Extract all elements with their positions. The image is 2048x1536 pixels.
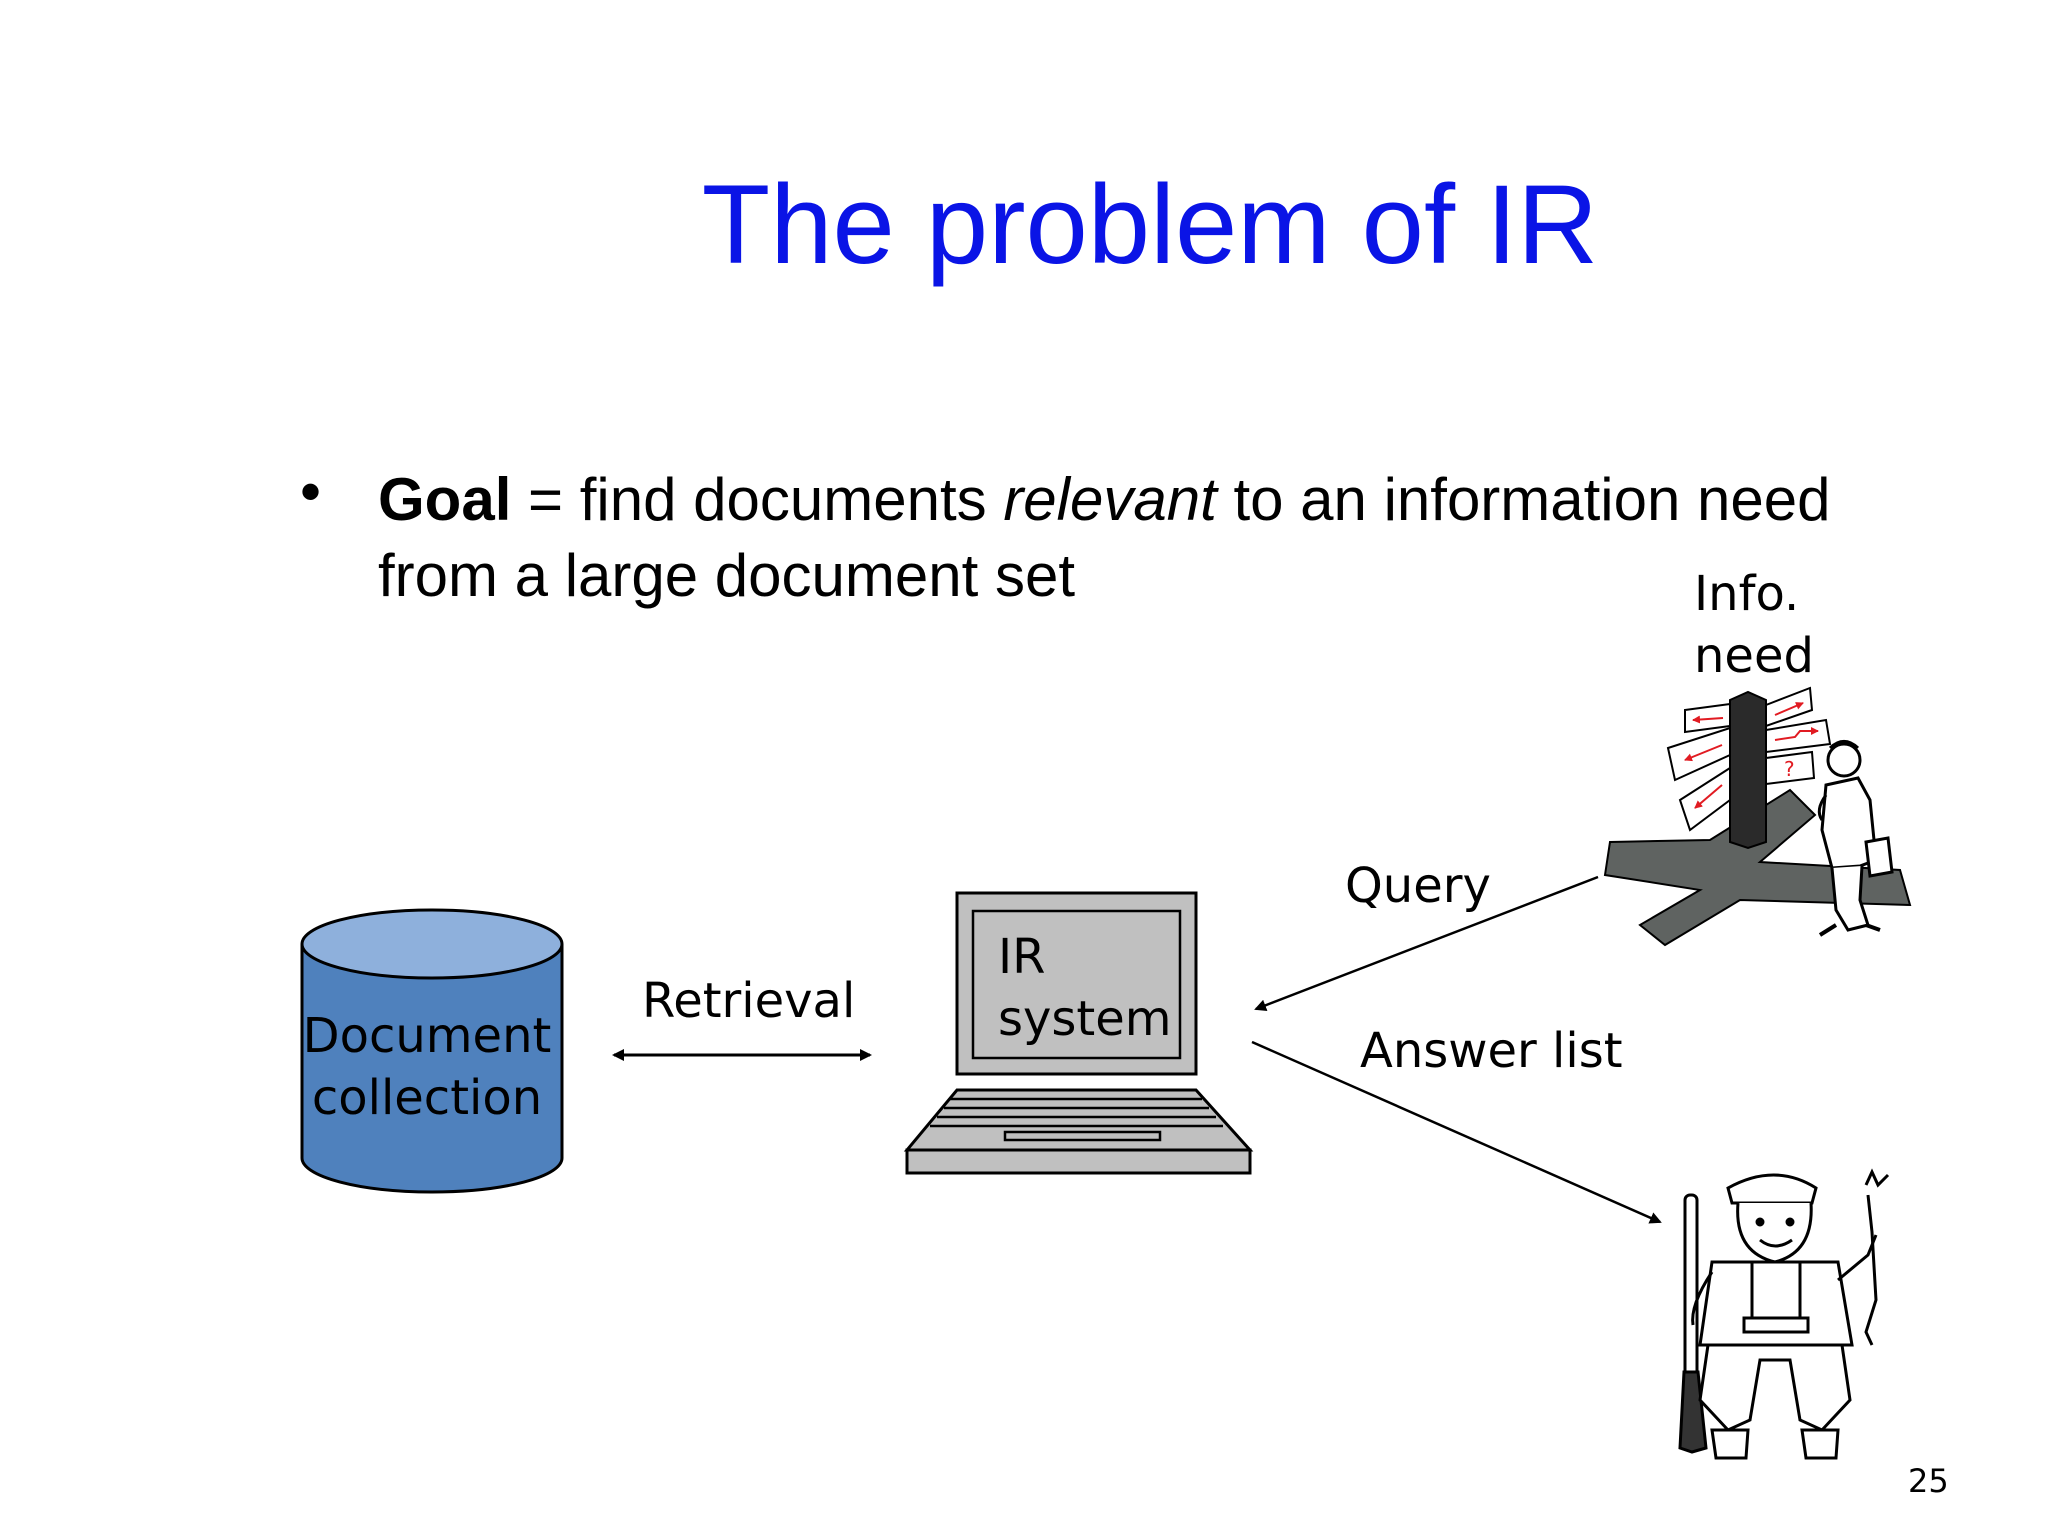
query-arrow (1254, 875, 1599, 1011)
document-collection-line1: Document (302, 1008, 552, 1064)
hunter-icon (1678, 1168, 1890, 1460)
page-title: The problem of IR (701, 162, 1599, 287)
signpost-man-icon: ? (1603, 686, 1912, 947)
ir-system-line1: IR (998, 929, 1046, 985)
bullet-marker: • (300, 458, 322, 525)
document-collection-cylinder (300, 908, 564, 1194)
bullet-text-part2: to an information need from a large docu… (378, 466, 1831, 609)
query-label: Query (1345, 858, 1491, 914)
ir-system-label: IR system (998, 926, 1172, 1050)
retrieval-label: Retrieval (642, 973, 856, 1029)
info-need-line2: need (1694, 628, 1814, 684)
answer-list-label: Answer list (1360, 1023, 1623, 1079)
document-collection-line2: collection (311, 1070, 543, 1126)
svg-text:?: ? (1784, 757, 1795, 781)
bullet-goal-keyword: Goal (378, 466, 512, 533)
page-number: 25 (1908, 1462, 1949, 1500)
info-need-label: Info. need (1694, 563, 1814, 687)
info-need-line1: Info. (1694, 566, 1800, 622)
bullet-text-part1: = find documents (511, 466, 1004, 533)
bullet-relevant-word: relevant (1003, 466, 1217, 533)
bullet-goal: Goal = find documents relevant to an inf… (378, 462, 1878, 614)
ir-system-line2: system (998, 991, 1172, 1047)
laptop-icon (903, 891, 1254, 1175)
document-collection-label: Document collection (296, 1005, 558, 1129)
answer-list-arrow (1251, 1040, 1662, 1224)
